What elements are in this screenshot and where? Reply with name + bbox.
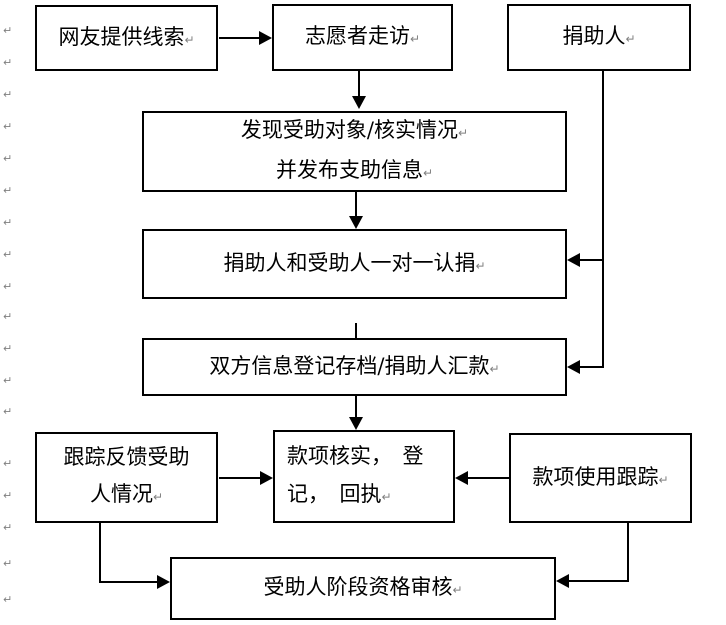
box-volunteer-visit[interactable]: 志愿者走访↵ (272, 4, 453, 71)
return-mark-icon: ↵ (381, 490, 392, 504)
paragraph-return-mark-icon: ↵ (3, 184, 13, 197)
paragraph-return-mark-icon: ↵ (3, 120, 13, 133)
connector-visit-to-verify-line (358, 71, 360, 97)
box-label: 发现受助对象/核实情况↵ 并发布支助信息↵ (240, 117, 469, 182)
arrow-left-icon (567, 253, 580, 267)
paragraph-return-mark-icon: ↵ (3, 405, 13, 418)
paragraph-return-mark-icon: ↵ (3, 88, 13, 101)
paragraph-return-mark-icon: ↵ (3, 24, 13, 37)
return-mark-icon: ↵ (475, 258, 486, 273)
return-mark-icon: ↵ (625, 32, 636, 46)
connector-feedback-to-review-vline (99, 523, 101, 583)
paragraph-return-mark-icon: ↵ (3, 521, 13, 534)
arrow-right-icon (157, 575, 170, 589)
arrow-down-icon (349, 417, 363, 430)
arrow-left-icon (567, 360, 580, 374)
connector-feedback-to-review-hline (99, 581, 157, 583)
box-one-to-one-pledge[interactable]: 捐助人和受助人一对一认捐↵ (142, 229, 567, 299)
return-mark-icon: ↵ (452, 583, 463, 597)
return-mark-icon: ↵ (184, 32, 195, 47)
connector-feedback-to-fundverify-line (219, 477, 260, 479)
box-feedback-recipient-status[interactable]: 跟踪反馈受助 人情况↵ (35, 432, 218, 523)
box-stage-qualification-review[interactable]: 受助人阶段资格审核↵ (170, 557, 556, 620)
arrow-right-icon (260, 471, 273, 485)
connector-register-to-fundverify-line (355, 396, 357, 417)
paragraph-return-mark-icon: ↵ (3, 374, 13, 387)
paragraph-return-mark-icon: ↵ (3, 56, 13, 69)
paragraph-return-mark-icon: ↵ (3, 152, 13, 165)
box-label: 捐助人↵ (562, 24, 636, 48)
return-mark-icon: ↵ (409, 32, 421, 46)
arrow-down-icon (349, 216, 363, 229)
return-mark-icon: ↵ (489, 361, 500, 376)
box-fund-usage-tracking[interactable]: 款项使用跟踪↵ (509, 433, 692, 523)
arrow-left-icon (455, 471, 468, 485)
paragraph-return-mark-icon: ↵ (3, 593, 13, 606)
box-label: 款项使用跟踪↵ (532, 464, 669, 489)
paragraph-return-mark-icon: ↵ (3, 457, 13, 470)
return-mark-icon: ↵ (458, 125, 469, 140)
connector-donor-to-pledge-line (580, 259, 604, 261)
arrow-down-icon (352, 96, 366, 109)
connector-pledge-to-register-stub (355, 323, 357, 338)
paragraph-return-mark-icon: ↵ (3, 310, 13, 323)
return-mark-icon: ↵ (152, 490, 164, 504)
return-mark-icon: ↵ (658, 472, 669, 487)
box-label: 款项核实， 登 记， 回执↵ (287, 444, 424, 506)
box-donor[interactable]: 捐助人↵ (507, 4, 691, 71)
return-mark-icon: ↵ (422, 165, 434, 180)
connector-verify-to-pledge-line (355, 192, 357, 216)
box-register-remit[interactable]: 双方信息登记存档/捐助人汇款↵ (142, 338, 567, 396)
box-verify-publish-info[interactable]: 发现受助对象/核实情况↵ 并发布支助信息↵ (142, 111, 567, 192)
arrow-right-icon (259, 31, 272, 45)
box-fund-verify-register-receipt[interactable]: 款项核实， 登 记， 回执↵ (273, 430, 455, 523)
box-label: 志愿者走访↵ (304, 24, 421, 48)
box-label: 跟踪反馈受助 人情况↵ (63, 445, 190, 506)
arrow-left-icon (556, 574, 569, 588)
box-label: 受助人阶段资格审核↵ (263, 575, 463, 599)
box-label: 双方信息登记存档/捐助人汇款↵ (209, 353, 500, 378)
paragraph-return-mark-icon: ↵ (3, 489, 13, 502)
connector-usage-to-review-vline (627, 523, 629, 582)
paragraph-return-mark-icon: ↵ (3, 280, 13, 293)
connector-donor-trunk-line (602, 71, 604, 368)
paragraph-return-mark-icon: ↵ (3, 557, 13, 570)
box-netizen-clues[interactable]: 网友提供线索↵ (35, 5, 218, 71)
paragraph-return-mark-icon: ↵ (3, 342, 13, 355)
connector-donor-to-register-line (580, 366, 604, 368)
paragraph-return-mark-icon: ↵ (3, 248, 13, 261)
box-label: 捐助人和受助人一对一认捐↵ (223, 250, 486, 275)
box-label: 网友提供线索↵ (58, 24, 195, 49)
connector-clues-to-visit-line (219, 37, 260, 39)
paragraph-return-mark-icon: ↵ (3, 216, 13, 229)
connector-usage-to-review-hline (569, 580, 629, 582)
connector-usage-to-fundverify-line (468, 477, 509, 479)
